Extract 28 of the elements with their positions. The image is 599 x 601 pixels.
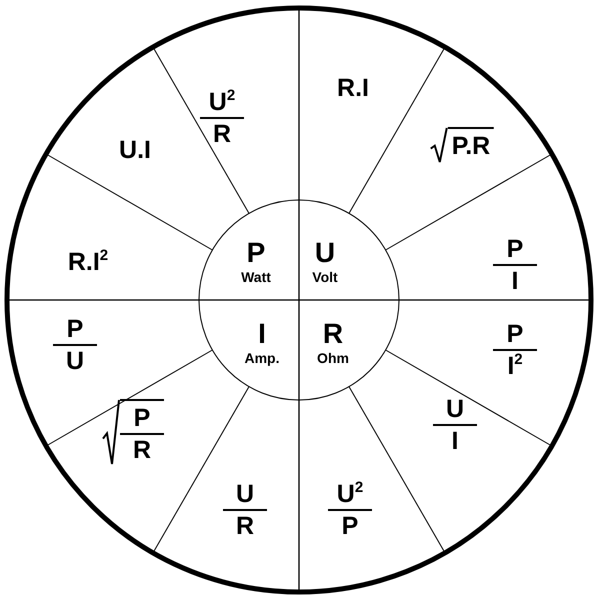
- numerator: U$^{2}$: [208, 87, 236, 117]
- denominator: I$^{2}$: [506, 351, 524, 381]
- unit-label: Ohm: [317, 349, 349, 367]
- formula-text: U.I: [118, 135, 152, 165]
- denominator: U: [64, 346, 86, 376]
- numerator: P: [506, 234, 524, 264]
- quantity-symbol: I: [258, 319, 266, 349]
- numerator: U$^{2}$: [336, 479, 364, 509]
- denominator: P: [340, 511, 360, 541]
- denominator: I: [510, 266, 520, 296]
- quantity-symbol: U: [314, 238, 336, 268]
- numerator: U: [234, 479, 256, 509]
- numerator: P: [66, 314, 84, 344]
- numerator: U: [444, 394, 466, 424]
- unit-label: Watt: [241, 268, 271, 286]
- quantity-symbol: P: [246, 238, 266, 268]
- formula-text: R.I$^{2}$: [66, 247, 110, 277]
- denominator: R: [212, 119, 232, 149]
- numerator: P: [132, 403, 152, 433]
- denominator: R: [234, 511, 256, 541]
- numerator: P: [506, 319, 524, 349]
- formula-text: P.R: [450, 131, 492, 161]
- formula-text: R.I: [336, 73, 370, 103]
- denominator: R: [132, 435, 152, 465]
- denominator: I: [450, 426, 460, 456]
- unit-label: Volt: [312, 268, 338, 286]
- unit-label: Amp.: [244, 349, 280, 367]
- quantity-symbol: R: [322, 319, 344, 349]
